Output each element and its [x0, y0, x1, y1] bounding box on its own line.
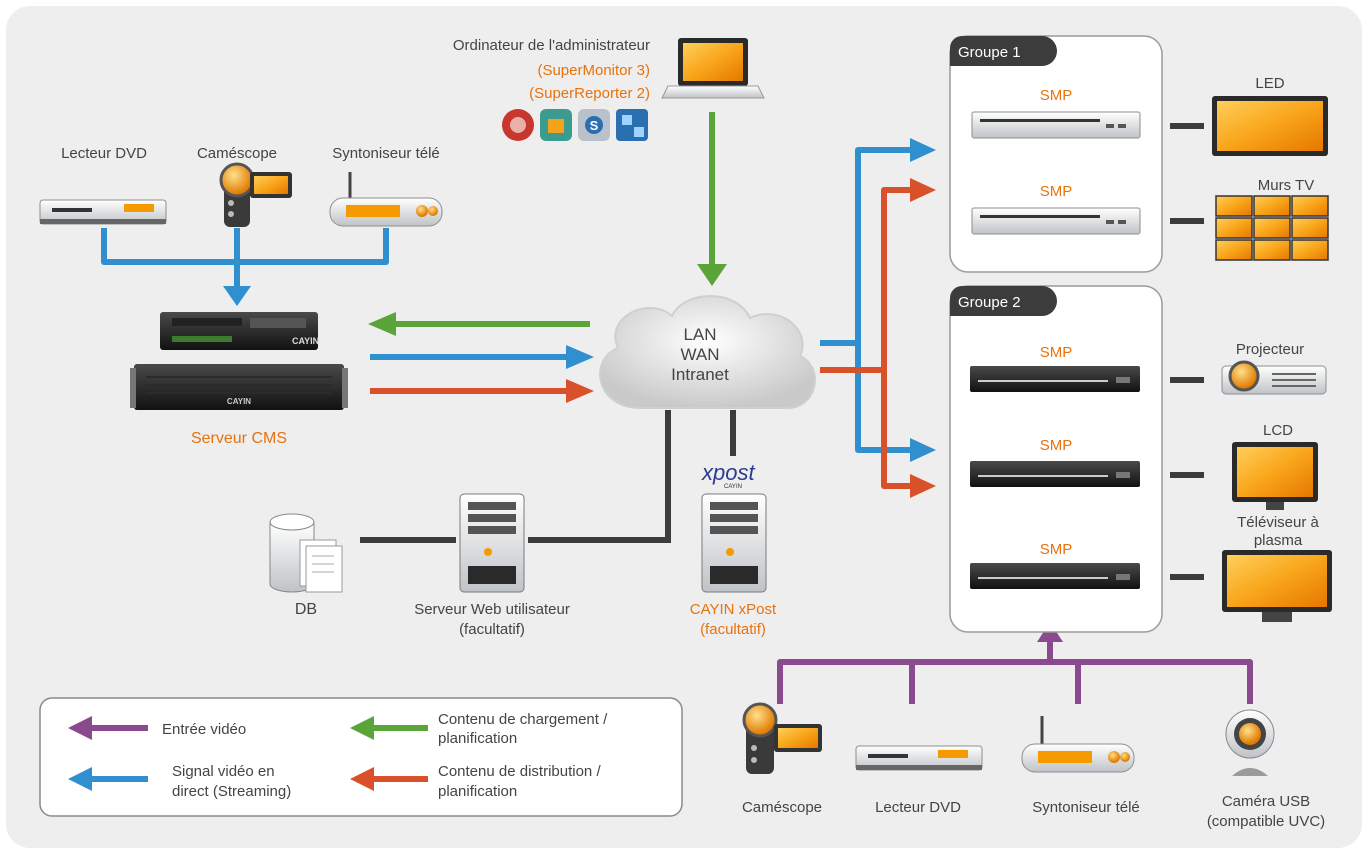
group-blue-links — [820, 147, 912, 453]
led-label: LED — [1255, 75, 1284, 92]
plasma-label-2: plasma — [1254, 532, 1303, 549]
top-tuner-icon — [329, 172, 443, 227]
projector-label: Projecteur — [1236, 341, 1304, 358]
bottom-camcorder-label: Caméscope — [742, 799, 822, 816]
group-1-title: Groupe 1 — [958, 44, 1021, 61]
legend-stream-label-1: Signal vidéo en — [172, 763, 275, 780]
legend-upload-label-2: planification — [438, 730, 517, 747]
top-camcorder-label: Caméscope — [197, 145, 277, 162]
bottom-tuner-label: Syntoniseur télé — [1032, 799, 1140, 816]
network-cloud-icon — [599, 295, 816, 410]
lcd-display-icon — [1232, 442, 1318, 510]
usb-camera-compat: (compatible UVC) — [1207, 813, 1325, 830]
top-dvd-label: Lecteur DVD — [61, 145, 147, 162]
legend-box: Entrée vidéo Signal vidéo en direct (Str… — [39, 697, 683, 817]
plasma-tv-icon — [1222, 550, 1332, 622]
bottom-tuner-icon — [1021, 716, 1135, 773]
group-1-smp-1-label: SMP — [1040, 87, 1073, 104]
bottom-dvd-player-icon — [855, 745, 983, 771]
database-icon — [269, 513, 343, 593]
usb-camera-label: Caméra USB — [1222, 793, 1310, 810]
admin-app-icons: S — [502, 109, 648, 141]
legend-video-in-label: Entrée vidéo — [162, 721, 246, 738]
admin-app-superreporter: (SuperReporter 2) — [529, 85, 650, 102]
arrow-g1-red — [910, 178, 936, 202]
tvwall-label: Murs TV — [1258, 177, 1314, 194]
group-2-smp-1-label: SMP — [1040, 344, 1073, 361]
group-2-smp-1-icon — [970, 366, 1140, 392]
admin-upload-arrow — [697, 112, 727, 286]
group-2-panel: Groupe 2 SMP SMP SMP — [949, 285, 1163, 633]
bottom-camcorder-icon — [742, 702, 822, 774]
legend-dist-label-2: planification — [438, 783, 517, 800]
webserver-optional: (facultatif) — [459, 621, 525, 638]
admin-app-supermonitor: (SuperMonitor 3) — [537, 62, 650, 79]
xpost-optional: (facultatif) — [700, 621, 766, 638]
cms-player-brand: CAYIN — [292, 336, 319, 346]
cloud-intranet: Intranet — [671, 365, 729, 384]
xpost-server-tower-icon — [701, 493, 767, 593]
group-1-smp-2-icon — [971, 207, 1141, 235]
cms-embedded-player-icon: CAYIN — [160, 312, 319, 350]
video-input-links — [777, 640, 1253, 704]
arrow-g2-red — [910, 474, 936, 498]
webserver-links — [360, 410, 736, 543]
webserver-label: Serveur Web utilisateur — [414, 601, 570, 618]
group-1-smp-1-icon — [971, 111, 1141, 139]
web-server-tower-icon — [459, 493, 525, 593]
cloud-lan: LAN — [683, 325, 716, 344]
cms-red-arrow — [370, 379, 594, 403]
legend-upload-label-1: Contenu de chargement / — [438, 711, 608, 728]
cms-rack-server-icon: CAYIN — [130, 364, 348, 410]
group-2-smp-3-label: SMP — [1040, 541, 1073, 558]
led-display-icon — [1212, 96, 1328, 156]
admin-laptop-icon — [661, 38, 765, 99]
lcd-label: LCD — [1263, 422, 1293, 439]
group-2-title: Groupe 2 — [958, 294, 1021, 311]
group-1-smp-2-label: SMP — [1040, 183, 1073, 200]
top-sources-links — [101, 228, 389, 306]
legend-dist-label-1: Contenu de distribution / — [438, 763, 601, 780]
svg-text:S: S — [590, 118, 599, 133]
xpost-logo-brand: CAYIN — [724, 484, 742, 490]
cms-label: Serveur CMS — [191, 430, 287, 447]
group-2-smp-2-label: SMP — [1040, 437, 1073, 454]
top-tuner-label: Syntoniseur télé — [332, 145, 440, 162]
top-dvd-player-icon — [39, 199, 167, 225]
plasma-label-1: Téléviseur à — [1237, 514, 1319, 531]
group-1-panel: Groupe 1 SMP SMP — [949, 35, 1163, 273]
db-label: DB — [295, 601, 317, 618]
cms-server-brand: CAYIN — [227, 397, 251, 406]
display-links — [1170, 123, 1204, 580]
tv-wall-icon — [1215, 195, 1329, 261]
top-camcorder-icon — [219, 162, 292, 227]
xpost-label: CAYIN xPost — [690, 601, 777, 618]
legend-stream-label-2: direct (Streaming) — [172, 783, 291, 800]
bottom-dvd-label: Lecteur DVD — [875, 799, 961, 816]
usb-camera-icon — [1225, 709, 1275, 776]
xpost-logo: xpost — [701, 460, 755, 485]
cms-green-arrow — [368, 312, 590, 336]
group-2-smp-2-icon — [970, 461, 1140, 487]
arrow-g2-blue — [910, 438, 936, 462]
projector-icon — [1221, 360, 1327, 395]
admin-title: Ordinateur de l'administrateur — [453, 37, 650, 54]
group-red-links — [820, 187, 912, 489]
arrow-g1-blue — [910, 138, 936, 162]
cloud-wan: WAN — [680, 345, 719, 364]
group-2-smp-3-icon — [970, 563, 1140, 589]
cms-blue-arrow — [370, 345, 594, 369]
